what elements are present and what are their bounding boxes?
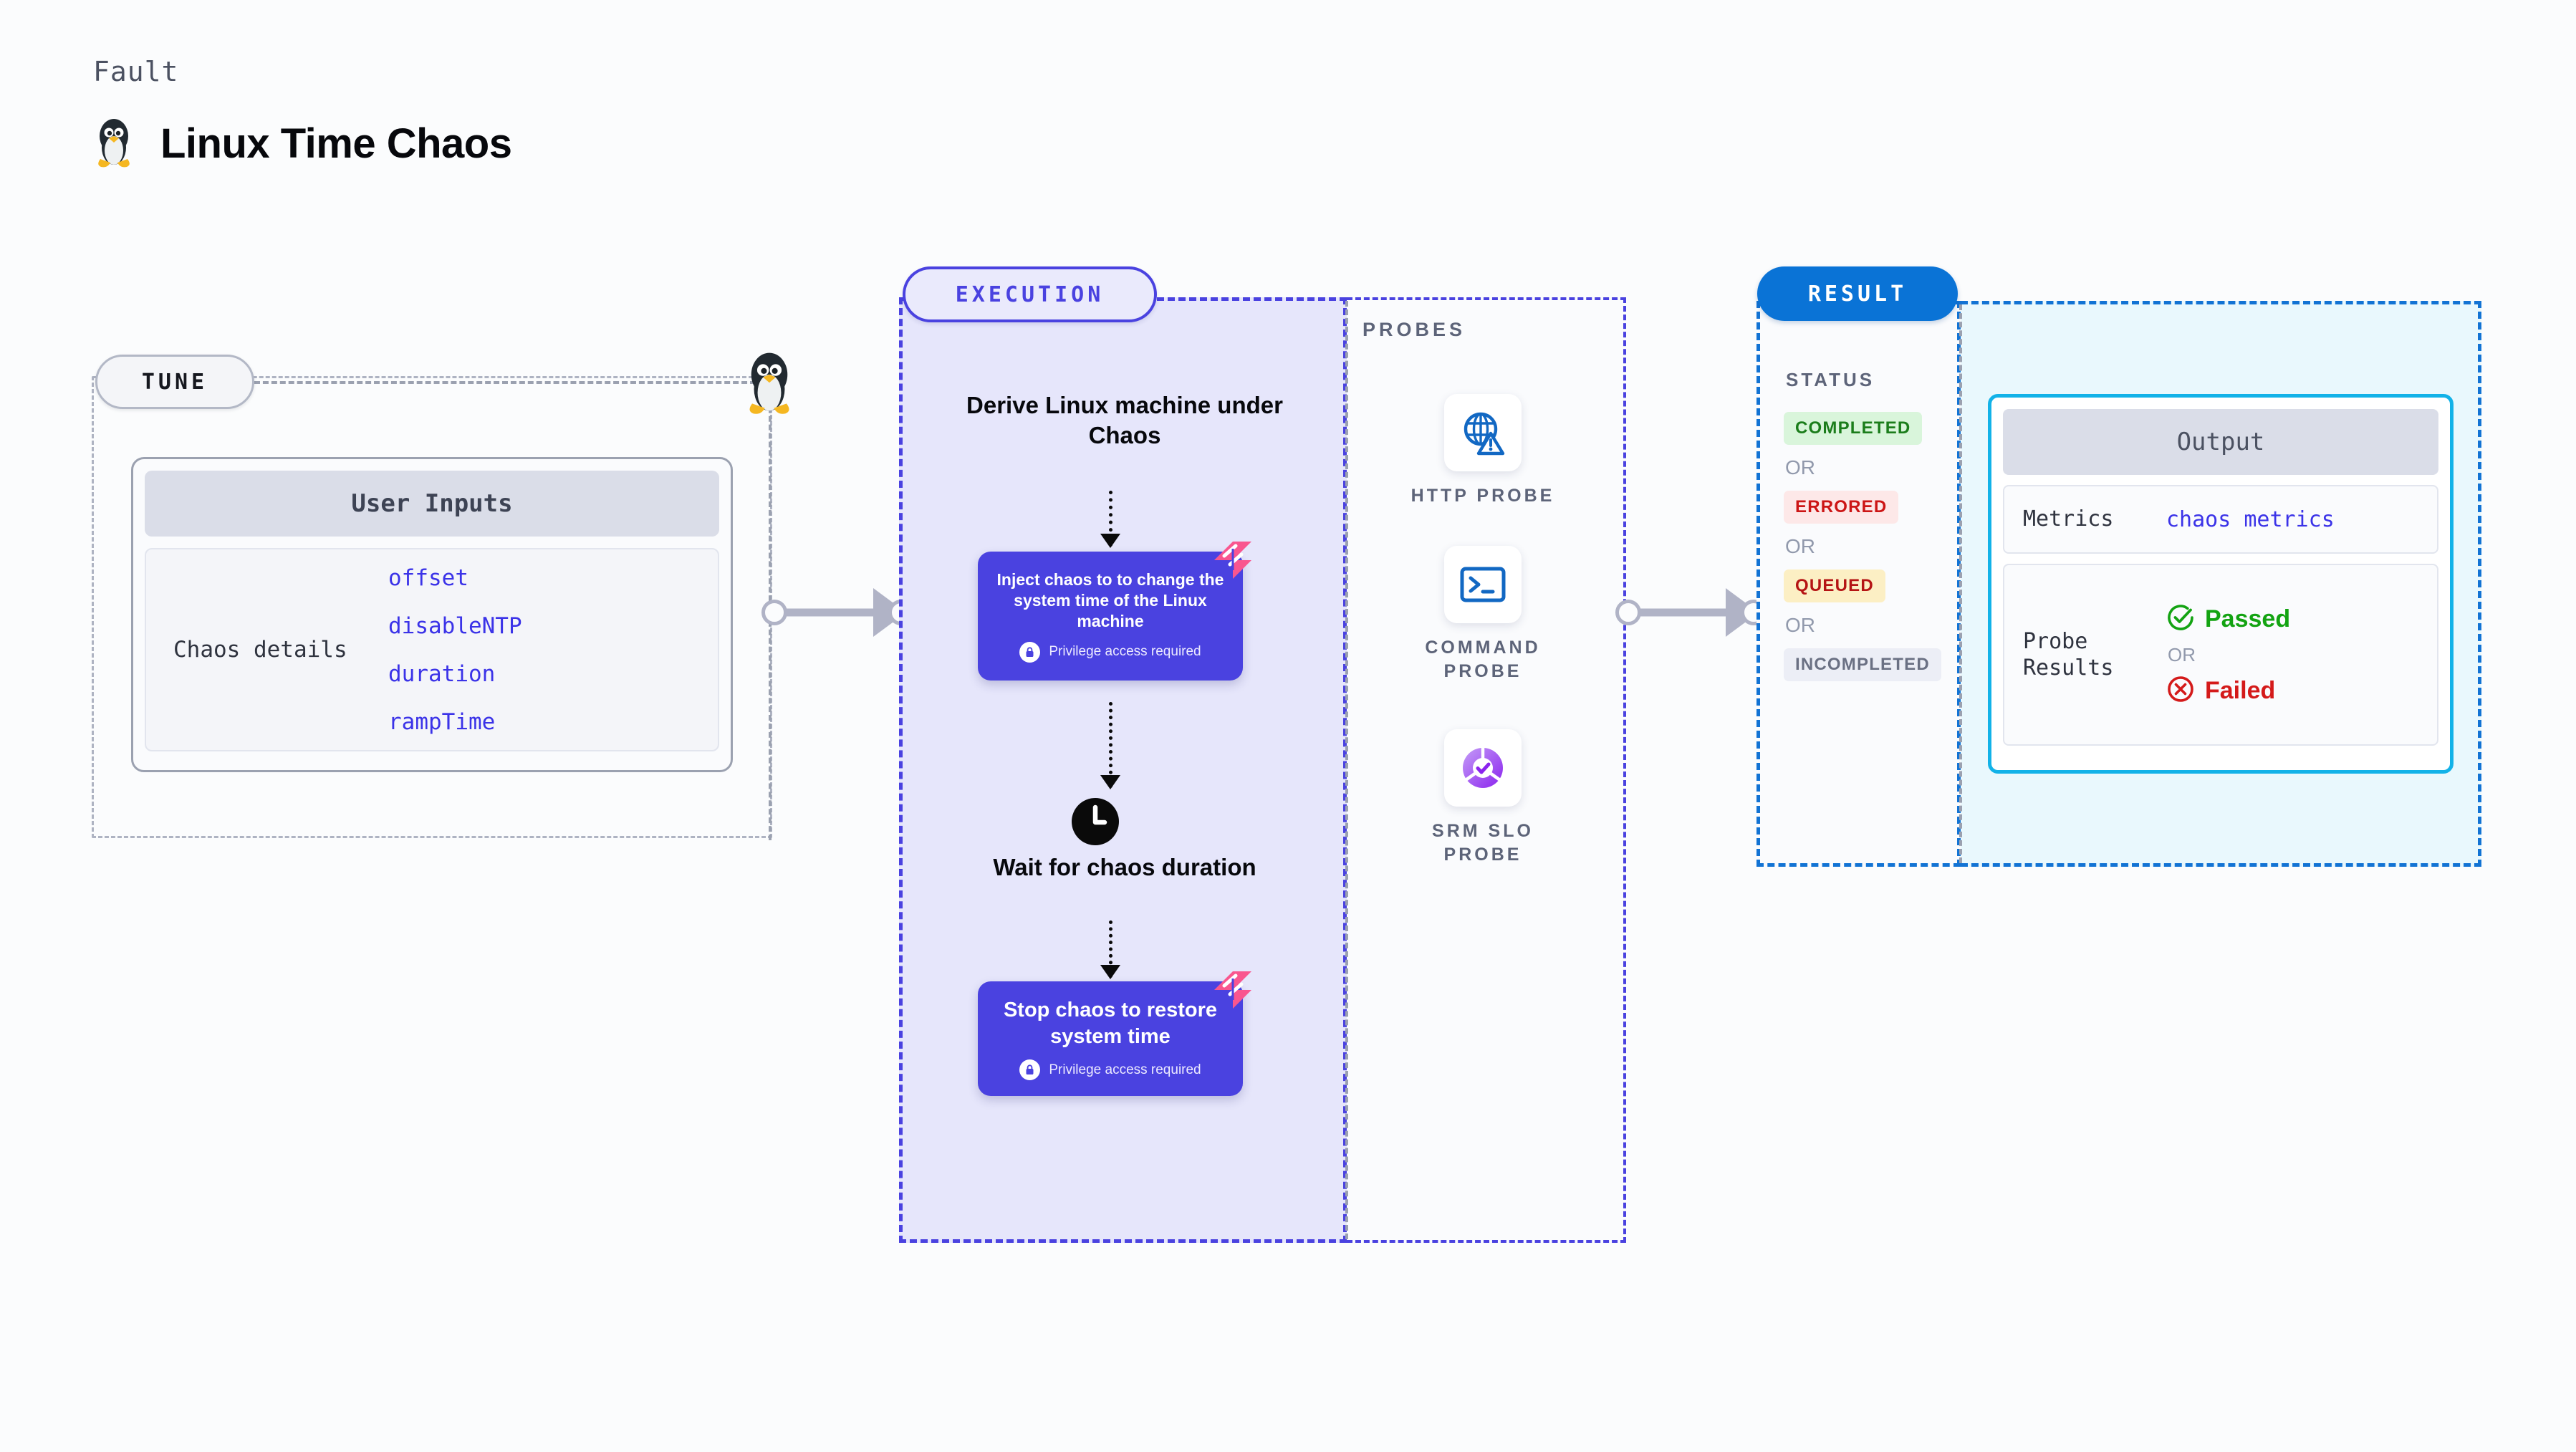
or-separator: OR — [1785, 535, 1815, 557]
connector-probes-to-result — [1615, 580, 1767, 645]
probe-result-passed: Passed — [2166, 603, 2290, 635]
tux-penguin-icon — [92, 115, 136, 173]
tune-badge[interactable]: TUNE — [95, 355, 254, 409]
privilege-note-text: Privilege access required — [1049, 1062, 1201, 1077]
page-title-row: Linux Time Chaos — [92, 115, 512, 173]
result-divider — [1959, 304, 1962, 863]
lock-icon — [1019, 641, 1041, 663]
privilege-note-row: Privilege access required — [1019, 1059, 1201, 1081]
page-title: Linux Time Chaos — [160, 120, 512, 167]
privilege-note-text: Privilege access required — [1049, 644, 1201, 660]
param-disablentp[interactable]: disableNTP — [388, 612, 522, 639]
probe-command-label: COMMAND PROBE — [1425, 638, 1541, 681]
probes-section-label: PROBES — [1363, 319, 1466, 340]
or-separator: OR — [1785, 456, 1815, 479]
probe-failed-label: Failed — [2205, 676, 2276, 704]
status-badge-queued: QUEUED — [1784, 569, 1885, 602]
wait-step-title: Wait for chaos duration — [993, 854, 1256, 880]
probe-results-key: Probe Results — [2023, 628, 2114, 681]
inject-chaos-card[interactable]: Inject chaos to to change the system tim… — [978, 542, 1251, 681]
status-badge-incompleted: INCOMPLETED — [1784, 648, 1941, 681]
or-separator: OR — [1785, 614, 1815, 636]
probe-result-failed: Failed — [2166, 675, 2290, 707]
globe-warning-icon — [1444, 394, 1522, 471]
check-circle-icon — [2166, 603, 2195, 635]
connector-tune-to-execution — [761, 580, 914, 645]
harness-ribbon-icon — [1211, 968, 1254, 1010]
output-card-title: Output — [2003, 409, 2438, 475]
chaos-details-label: Chaos details — [173, 637, 347, 663]
probe-http-label: HTTP PROBE — [1410, 486, 1555, 506]
status-list: COMPLETED OR ERRORED OR QUEUED OR INCOMP… — [1784, 412, 1941, 681]
flow-arrow-2 — [1100, 702, 1120, 789]
probe-srm-slo[interactable]: SRM SLO PROBE — [1390, 729, 1576, 866]
execution-step-title: Derive Linux machine under Chaos — [966, 392, 1283, 449]
user-inputs-card: User Inputs Chaos details offset disable… — [131, 457, 733, 772]
probe-http[interactable]: HTTP PROBE — [1390, 394, 1576, 508]
stop-chaos-card-text: Stop chaos to restore system time — [1003, 998, 1218, 1048]
probe-passed-label: Passed — [2205, 605, 2291, 633]
user-inputs-title: User Inputs — [145, 471, 719, 537]
probe-command[interactable]: COMMAND PROBE — [1390, 546, 1576, 683]
param-offset[interactable]: offset — [388, 564, 468, 591]
flow-arrow-1 — [1100, 491, 1120, 548]
tune-connector-line — [254, 381, 756, 384]
metrics-value[interactable]: chaos metrics — [2166, 506, 2335, 532]
metrics-row: Metrics chaos metrics — [2003, 485, 2438, 554]
param-ramptime[interactable]: rampTime — [388, 708, 496, 735]
probe-results-row: Probe Results Passed OR — [2003, 564, 2438, 746]
status-section-label: STATUS — [1786, 369, 1875, 390]
stop-chaos-card[interactable]: Stop chaos to restore system time Privil… — [978, 971, 1251, 1096]
probes-divider — [1345, 301, 1348, 1239]
lock-icon — [1019, 1059, 1041, 1081]
execution-badge[interactable]: EXECUTION — [903, 266, 1157, 322]
probe-srm-slo-label: SRM SLO PROBE — [1432, 821, 1534, 865]
tux-penguin-icon — [738, 347, 801, 416]
clock-icon — [1071, 797, 1120, 846]
or-separator: OR — [2168, 643, 2196, 665]
result-badge[interactable]: RESULT — [1757, 266, 1958, 321]
user-inputs-body: Chaos details offset disableNTP duration… — [145, 548, 719, 751]
privilege-note-row: Privilege access required — [1019, 641, 1201, 663]
metrics-key: Metrics — [2023, 506, 2114, 532]
fault-eyebrow-label: Fault — [93, 56, 179, 87]
flow-arrow-3 — [1100, 920, 1120, 979]
status-badge-completed: COMPLETED — [1784, 412, 1923, 445]
chaos-parameter-list: offset disableNTP duration rampTime — [388, 565, 522, 735]
terminal-icon — [1444, 546, 1522, 623]
harness-ribbon-icon — [1211, 539, 1254, 580]
inject-chaos-card-text: Inject chaos to to change the system tim… — [996, 570, 1224, 630]
param-duration[interactable]: duration — [388, 660, 496, 687]
probe-results-values: Passed OR Failed — [2166, 603, 2290, 707]
slo-donut-check-icon — [1444, 729, 1522, 807]
status-badge-errored: ERRORED — [1784, 491, 1899, 524]
output-card: Output Metrics chaos metrics Probe Resul… — [1988, 394, 2454, 774]
x-circle-icon — [2166, 675, 2195, 707]
